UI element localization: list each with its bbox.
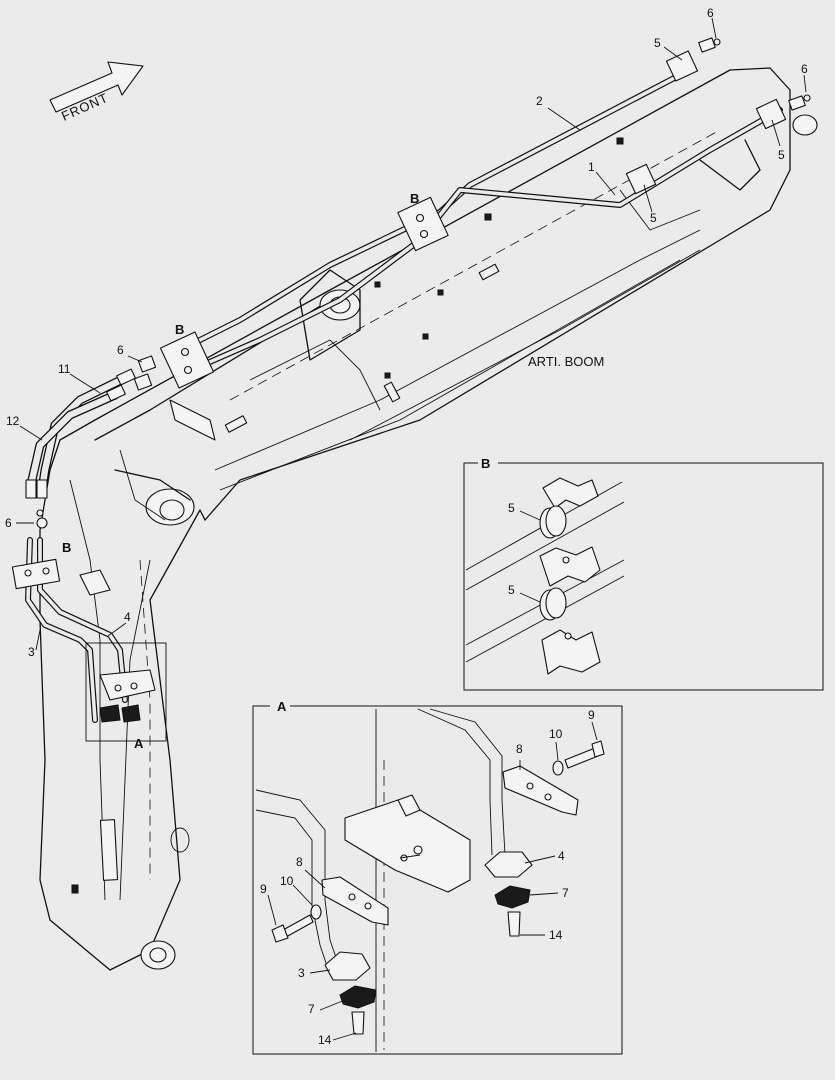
- detail-a-title: A: [277, 699, 287, 714]
- callout-1: 1: [588, 160, 595, 174]
- callouts-main: 2 1 5 6 5 5 6 6 11 12 6 3 4 B B B A ARTI…: [5, 6, 808, 751]
- callout-a-9l: 9: [260, 882, 267, 896]
- callout-12: 12: [6, 414, 20, 428]
- assembly-title: ARTI. BOOM: [528, 354, 604, 369]
- callout-3: 3: [28, 645, 35, 659]
- callout-6b: 6: [801, 62, 808, 76]
- callout-a-7r: 7: [562, 886, 569, 900]
- callout-6a: 6: [707, 6, 714, 20]
- callout-b-5b: 5: [508, 583, 515, 597]
- callout-a-8r: 8: [516, 742, 523, 756]
- callout-a-3: 3: [298, 966, 305, 980]
- callout-a-9r: 9: [588, 708, 595, 722]
- callout-a-10l: 10: [280, 874, 294, 888]
- pipe-2: [177, 72, 683, 353]
- label-b-upper: B: [410, 191, 419, 206]
- pipe-3: [25, 537, 98, 723]
- clamp-a-arm: [99, 669, 156, 723]
- clamp-b-lower: [159, 331, 215, 389]
- callout-5a: 5: [654, 36, 661, 50]
- label-b-arm: B: [62, 540, 71, 555]
- callout-5c: 5: [650, 211, 657, 225]
- callout-b-5a: 5: [508, 501, 515, 515]
- callout-5b: 5: [778, 148, 785, 162]
- callout-2: 2: [536, 94, 543, 108]
- callout-a-4: 4: [558, 849, 565, 863]
- callout-a-8l: 8: [296, 855, 303, 869]
- leaders-main: [16, 17, 807, 651]
- label-a-arm: A: [134, 736, 144, 751]
- clamp-5-top: [625, 50, 787, 195]
- pipe-1: [177, 107, 783, 378]
- callout-a-14r: 14: [549, 928, 563, 942]
- label-b-lower: B: [175, 322, 184, 337]
- detail-b-panel: B 5 5: [463, 455, 824, 691]
- detail-a-frame: [85, 642, 167, 742]
- callout-6c: 6: [117, 343, 124, 357]
- callout-6d: 6: [5, 516, 12, 530]
- callout-a-14l: 14: [318, 1033, 332, 1047]
- callout-a-7l: 7: [308, 1002, 315, 1016]
- clamp-b-upper: [397, 196, 449, 252]
- boom-structure: [39, 67, 818, 971]
- hose-fittings: [25, 368, 136, 529]
- callout-a-10r: 10: [549, 727, 563, 741]
- callout-11: 11: [58, 362, 71, 376]
- callout-4: 4: [124, 610, 131, 624]
- clamp-b-arm: [11, 558, 61, 590]
- fittings-6: [133, 37, 811, 391]
- front-direction-arrow: FRONT: [49, 61, 144, 124]
- detail-b-title: B: [481, 456, 490, 471]
- detail-a-panel: A: [252, 698, 623, 1055]
